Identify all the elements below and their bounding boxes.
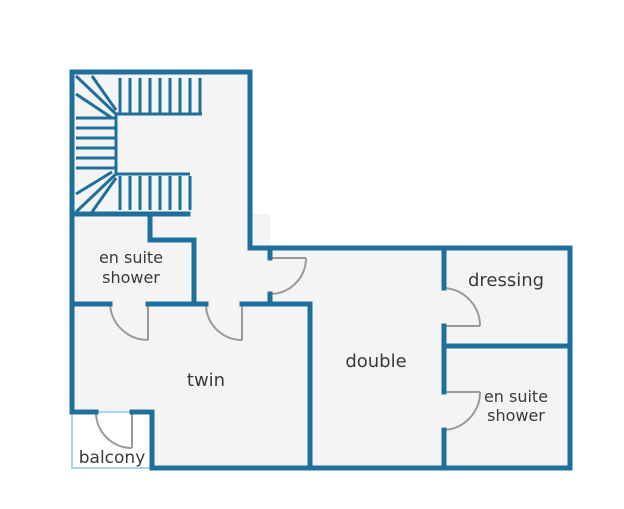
twin-label: twin xyxy=(187,370,225,391)
ensuite-right-label-line1: en suite xyxy=(484,387,548,406)
double-label: double xyxy=(345,351,406,372)
walls xyxy=(69,69,573,471)
door-swing-icon xyxy=(95,257,482,449)
ensuite-left-label-line1: en suite xyxy=(99,248,163,267)
floors xyxy=(72,72,570,468)
staircase-icon xyxy=(74,74,202,214)
ensuite-right-label-line2: shower xyxy=(487,406,545,425)
balcony-label: balcony xyxy=(79,448,146,468)
ensuite-left-label-line2: shower xyxy=(102,268,160,287)
dressing-label: dressing xyxy=(468,270,544,291)
balcony-area xyxy=(71,411,153,469)
